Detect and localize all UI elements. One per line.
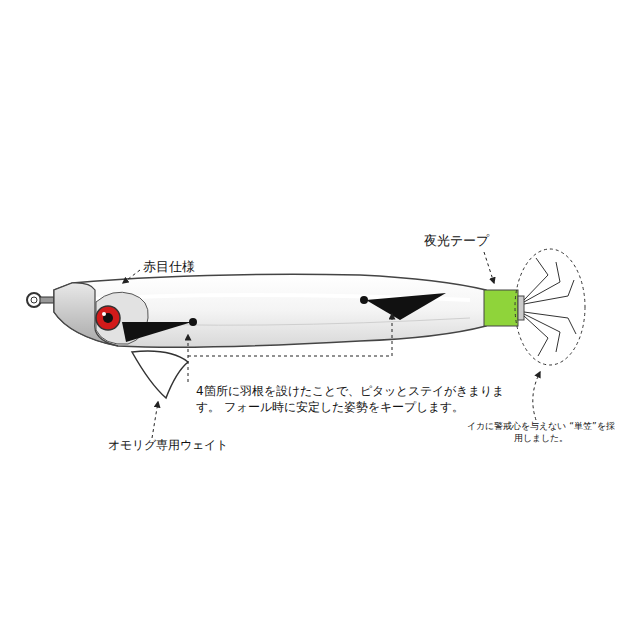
leader-line [484, 252, 494, 283]
front-fin [122, 322, 192, 342]
eye-shank [40, 297, 54, 303]
feature-note: イカに警戒心を与えない “単笠”を採用しました。 [466, 420, 616, 444]
glow-tape [484, 290, 518, 326]
eye-glint [102, 312, 106, 316]
leader-line [188, 314, 392, 356]
eye-pupil [103, 313, 113, 323]
red-eye [96, 306, 120, 330]
line-eye-hole [31, 297, 37, 303]
part-label: 赤目仕様 [143, 258, 233, 276]
single-hook-spikes [524, 258, 576, 356]
leader-line [152, 402, 158, 438]
leader-line [188, 335, 189, 382]
fin-dot [360, 296, 368, 304]
leader-line [533, 372, 540, 420]
sinker-weight [132, 351, 188, 398]
fin-dot [189, 318, 197, 326]
part-label: 夜光テープ [424, 232, 514, 250]
rear-fin [366, 293, 446, 320]
leader-line [123, 270, 140, 283]
jig-body [54, 274, 486, 347]
part-label: オモリグ専用ウェイト [108, 437, 268, 453]
line-eye [27, 293, 41, 307]
tail-collar [518, 296, 524, 320]
spike-circle [515, 249, 585, 365]
feature-note: 4箇所に羽根を設けたことで、ピタッとステイがきまります。 フォール時に安定した姿… [196, 383, 526, 415]
